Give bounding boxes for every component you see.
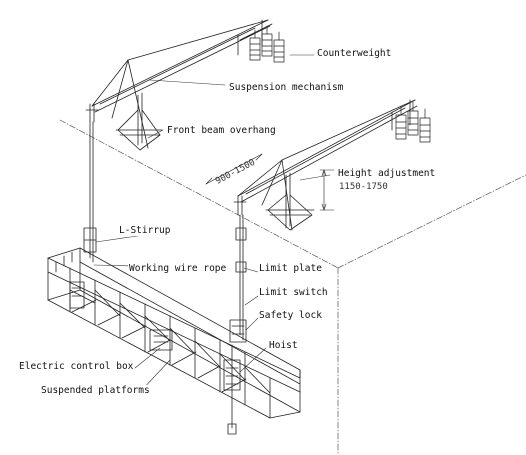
safety-lock-label: Safety lock [258,310,323,321]
wire-ropes [89,121,244,429]
counterweight-label: Counterweight [316,48,393,59]
building-outline [59,119,526,455]
left-stirrup [69,227,97,309]
height-dimension [319,169,335,211]
height-range-label: 1150-1750 [339,182,388,192]
overhang-dimension [205,153,263,185]
working-wire-rope-label: Working wire rope [128,263,228,274]
limit-switch-label: Limit switch [258,287,329,298]
right-suspension-mechanism [233,99,418,231]
front-beam-overhang-label: Front beam overhang [166,125,277,136]
hoist-label: Hoist [268,340,299,351]
left-suspension-mechanism [85,19,273,151]
suspension-mechanism-label: Suspension mechanism [228,82,345,93]
electric-control-box-label: Electric control box [18,361,135,372]
suspended-platforms-label: Suspended platforms [40,385,151,396]
left-counterweight [249,25,285,63]
right-counterweight [395,101,431,143]
suspended-platform [47,247,301,419]
height-adjustment-label: Height adjustment [337,168,437,179]
l-stirrup-label: L-Stirrup [118,225,172,236]
limit-plate-label: Limit plate [258,263,323,274]
